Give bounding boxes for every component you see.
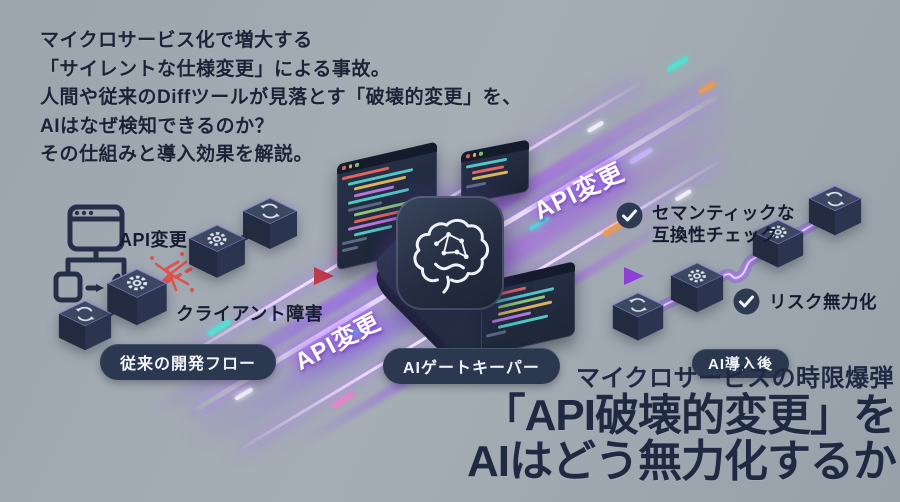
service-node: [240, 197, 300, 251]
flowchart-icon: [53, 204, 139, 303]
risk-check-label: リスク無力化: [769, 292, 877, 312]
intro-line: 「サイレントな仕様変更」による事故。: [40, 58, 391, 80]
service-node: [806, 185, 864, 237]
ai-brain-icon: [396, 196, 504, 310]
service-node: [750, 219, 806, 269]
intro-line: AIはなぜ検知できるのか？: [40, 115, 275, 137]
legacy-to-gatekeeper-arrow: [256, 267, 334, 285]
check-icon: [733, 288, 760, 315]
service-node: [668, 262, 726, 314]
main-title-block: マイクロサービスの時限爆弾 「API破壊的変更」を AIはどう無力化するか: [467, 358, 897, 486]
semantic-check-item: セマンティックな 互換性チェック: [616, 202, 795, 246]
intro-line: マイクロサービス化で増大する: [40, 30, 313, 51]
gear-icon: [202, 228, 232, 250]
refresh-icon: [71, 303, 99, 323]
semantic-check-line1: セマンティックな: [652, 203, 795, 223]
refresh-icon: [255, 200, 284, 221]
refresh-icon: [821, 188, 849, 208]
after-ai-badge: AI導入後: [692, 349, 790, 378]
semantic-check-line2: 互換性チェック: [652, 225, 778, 245]
risk-check-item: リスク無力化: [733, 288, 877, 315]
intro-text-block: マイクロサービス化で増大する 「サイレントな仕様変更」による事故。 人間や従来の…: [40, 27, 522, 170]
gatekeeper-to-after-arrow: [572, 267, 644, 285]
gear-icon: [683, 265, 711, 285]
title-line-2: AIはどう無力化するか: [467, 437, 897, 486]
service-node: [104, 268, 170, 327]
legacy-flow-badge: 従来の開発フロー: [100, 344, 277, 380]
check-icon: [616, 202, 643, 229]
ai-gatekeeper-badge: AIゲートキーパー: [383, 348, 560, 384]
intro-line: 人間や従来のDiffツールが見落とす「破壊的変更」を、: [40, 87, 522, 108]
api-change-label: API変更: [119, 230, 188, 250]
title-line-1: 「API破壊的変更」を: [481, 391, 897, 440]
service-node: [610, 292, 666, 342]
service-node: [56, 300, 114, 352]
protected-flow-connector: [632, 206, 841, 324]
gear-icon: [121, 272, 153, 295]
service-node: [186, 224, 248, 280]
client-failure-label: クライアント障害: [176, 304, 324, 324]
intro-line: その仕組みと導入効果を解説。: [40, 144, 314, 165]
title-subtitle: マイクロサービスの時限爆弾: [575, 365, 894, 392]
refresh-icon: [624, 295, 651, 315]
gear-icon: [764, 222, 791, 242]
